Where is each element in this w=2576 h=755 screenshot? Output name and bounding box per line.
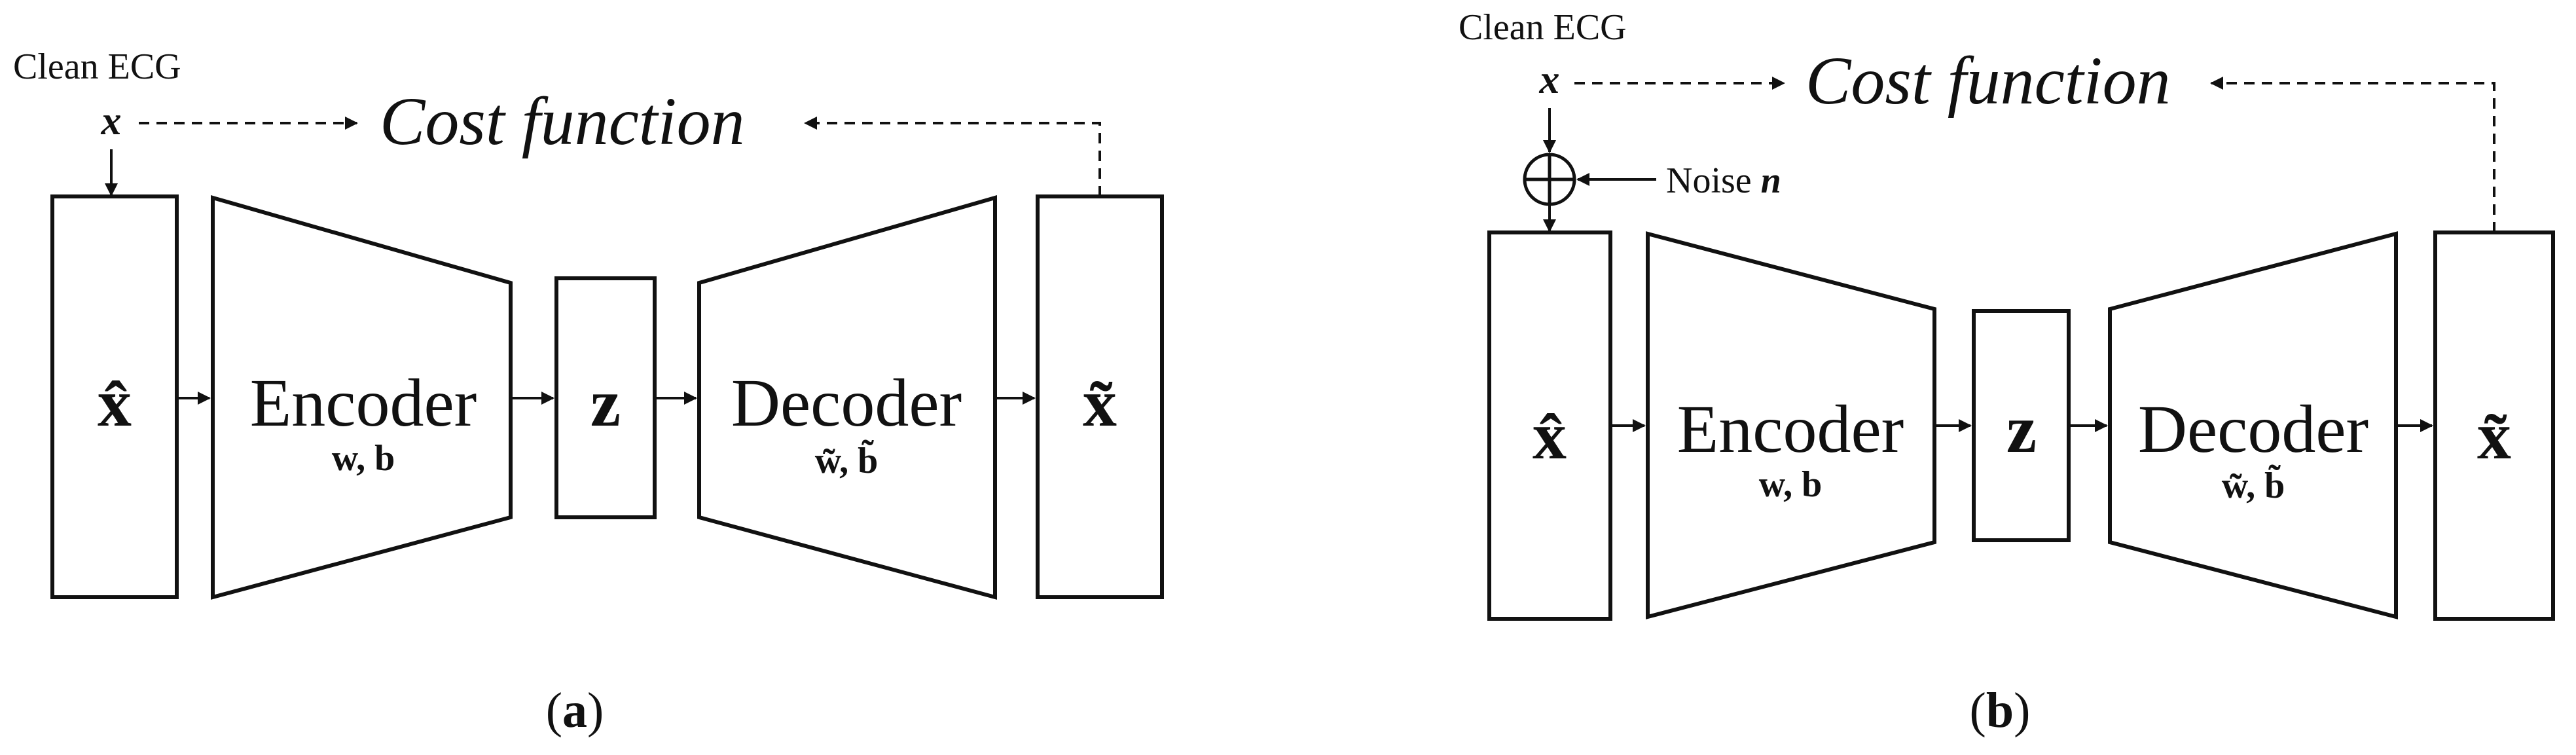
- decoder-block: [697, 195, 997, 600]
- encoder-params: w, b: [1759, 464, 1823, 505]
- input-symbol: x̂: [1533, 398, 1567, 473]
- clean-ecg-label: Clean ECG: [1459, 7, 1627, 48]
- panel-a: Clean ECG x Cost function x̂ Encoder w, …: [13, 46, 1164, 738]
- panel-a-caption: (a): [546, 683, 604, 738]
- encoder-block: [1646, 231, 1936, 619]
- decoder-label: Decoder: [731, 365, 962, 441]
- panel-b-caption-letter: b: [1986, 683, 2014, 738]
- clean-ecg-label: Clean ECG: [13, 46, 181, 87]
- output-block: [1036, 194, 1164, 599]
- panel-b-caption: (b): [1970, 683, 2031, 738]
- input-symbol: x̂: [98, 365, 132, 441]
- sum-junction-icon: [1523, 153, 1576, 206]
- latent-block: [1972, 309, 2071, 542]
- encoder-label: Encoder: [250, 365, 477, 441]
- encoder-block: [211, 195, 513, 600]
- latent-block: [554, 276, 657, 519]
- output-symbol: x̃: [1083, 365, 1117, 441]
- decoder-block: [2108, 231, 2398, 619]
- cost-function-label: Cost function: [1805, 43, 2171, 119]
- clean-signal-symbol: x: [1539, 58, 1560, 102]
- output-block: [2433, 230, 2555, 621]
- noise-label-text: Noise: [1666, 160, 1752, 201]
- encoder-label: Encoder: [1677, 392, 1904, 467]
- output-to-cost-arrow: [804, 117, 1101, 196]
- noise-symbol: n: [1761, 160, 1781, 201]
- noise-label: Noise n: [1666, 160, 1781, 201]
- decoder-params: w̃, b̃: [815, 439, 879, 481]
- decoder-label: Decoder: [2138, 392, 2368, 467]
- latent-symbol: z: [590, 365, 621, 441]
- panel-b: Clean ECG x Cost function Noise n x̂ Enc…: [1459, 7, 2555, 738]
- cost-function-label: Cost function: [380, 84, 745, 159]
- output-symbol: x̃: [2477, 398, 2511, 473]
- latent-symbol: z: [2006, 392, 2037, 467]
- input-block: [1487, 230, 1612, 621]
- input-block: [50, 194, 179, 599]
- decoder-params: w̃, b̃: [2222, 464, 2285, 506]
- output-to-cost-arrow: [2210, 77, 2495, 232]
- encoder-params: w, b: [332, 438, 395, 479]
- clean-signal-symbol: x: [101, 99, 122, 143]
- panel-a-caption-letter: a: [562, 683, 587, 738]
